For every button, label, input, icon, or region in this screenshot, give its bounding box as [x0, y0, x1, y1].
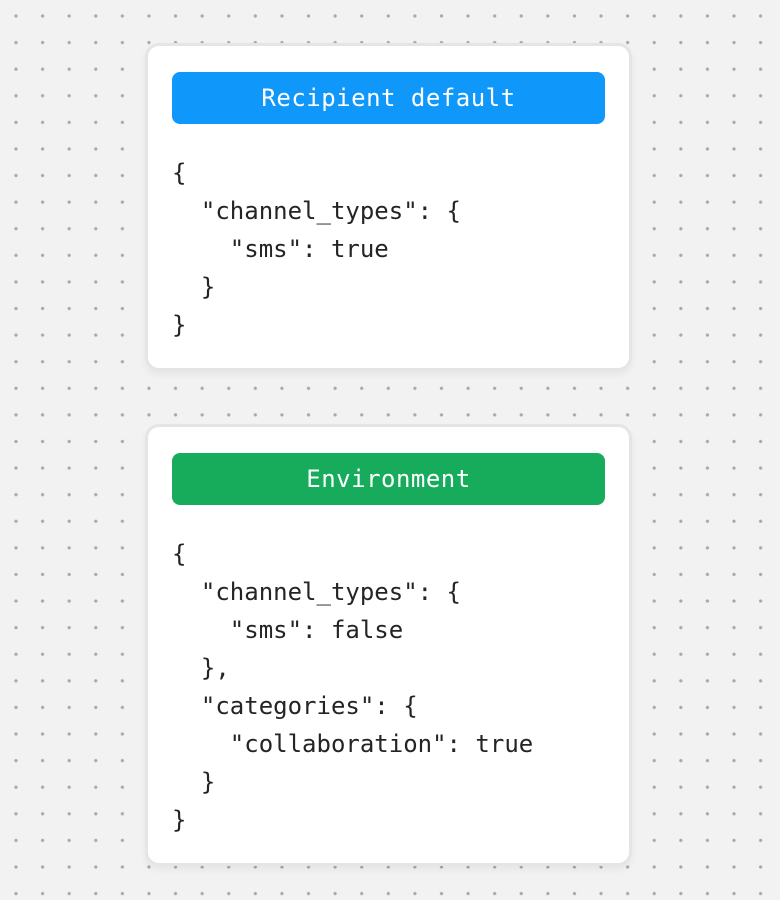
recipient-default-card: Recipient default { "channel_types": { "…: [145, 43, 632, 371]
recipient-default-badge: Recipient default: [172, 72, 605, 124]
environment-card: Environment { "channel_types": { "sms": …: [145, 424, 632, 866]
environment-badge: Environment: [172, 453, 605, 505]
recipient-default-json-code: { "channel_types": { "sms": true } }: [172, 159, 461, 339]
environment-json-code: { "channel_types": { "sms": false }, "ca…: [172, 540, 534, 834]
